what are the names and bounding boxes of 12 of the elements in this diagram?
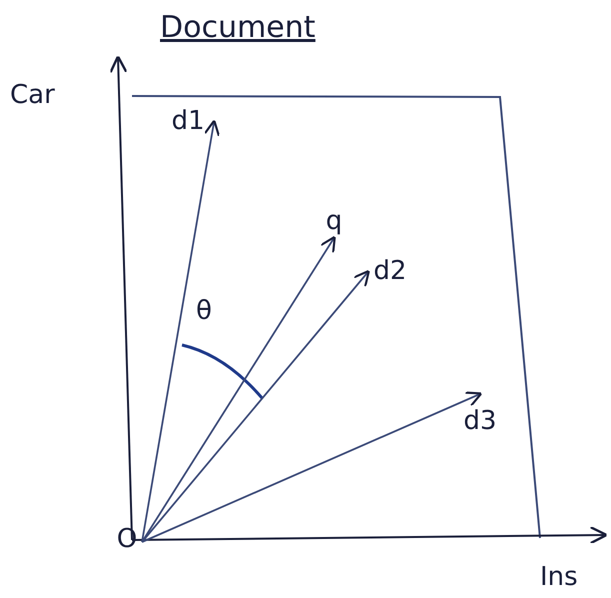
angle-label: θ xyxy=(196,296,212,326)
title: Document xyxy=(160,9,316,47)
vector-arrow xyxy=(141,236,336,542)
vector-label: d2 xyxy=(368,256,412,288)
vector-label: d1 xyxy=(166,106,210,138)
vector-arrow xyxy=(141,270,370,543)
vector-label: d3 xyxy=(458,394,502,438)
axis-label: Car xyxy=(10,80,55,110)
vector-arrow xyxy=(141,120,220,542)
vector-label: q xyxy=(320,206,348,238)
vector-arrow xyxy=(142,392,482,543)
axis-label: Ins xyxy=(540,562,578,592)
